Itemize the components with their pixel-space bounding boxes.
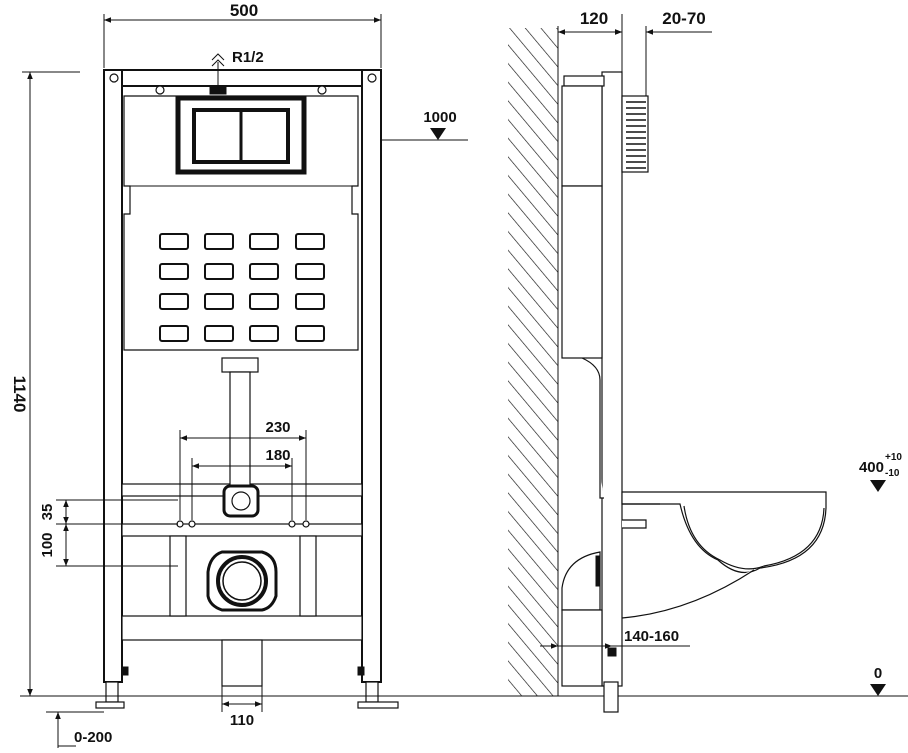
cistern-slot: [295, 233, 325, 250]
cistern-slot: [249, 325, 279, 342]
frame: [95, 69, 399, 709]
height-label: 1140: [10, 376, 29, 413]
cistern-slot: [295, 293, 325, 310]
floor-marker: 0: [870, 665, 886, 696]
button-height-label: 1000: [423, 109, 456, 126]
bolt-inner-label: 180: [265, 447, 290, 464]
bolt-outer-label: 230: [265, 419, 290, 436]
cistern-slot: [204, 233, 234, 250]
bolt-lower-offset-label: 100: [39, 532, 56, 557]
cistern-slot: [159, 293, 189, 310]
outlet-depth-label: 140-160: [624, 628, 679, 645]
cistern-slots: [159, 233, 325, 342]
cistern-slot: [295, 325, 325, 342]
toilet-bowl: [621, 491, 827, 619]
foot-adjust-label: 0-200: [74, 729, 112, 746]
cistern-slot: [249, 233, 279, 250]
seat-tolerance-minus: -10: [885, 468, 900, 479]
flush-opening: [175, 95, 307, 175]
width-dimension: 500: [103, 1, 382, 68]
cistern-slot: [295, 263, 325, 280]
bolt-upper-offset-label: 35: [39, 504, 56, 521]
cistern-slot: [159, 325, 189, 342]
drain-width-label: 110: [230, 712, 254, 729]
side-view: 120 20-70: [508, 9, 902, 713]
panel-offset-label: 20-70: [662, 9, 705, 28]
width-label: 500: [230, 1, 258, 20]
wall: [508, 26, 559, 696]
cistern-slot: [249, 293, 279, 310]
height-dimension: 1140: [10, 71, 80, 696]
bolt-dimensions: 230 180: [176, 419, 310, 528]
outlet-depth-dimension: 140-160: [540, 628, 690, 649]
seat-height-marker: 400 +10 -10: [859, 452, 902, 492]
seat-tolerance-plus: +10: [885, 452, 902, 463]
drain-outlet: [206, 550, 278, 687]
cistern-slot: [204, 325, 234, 342]
frame-depth-label: 120: [580, 9, 608, 28]
button-height-marker: 1000: [381, 109, 468, 141]
floor-label: 0: [874, 665, 882, 682]
cistern-slot: [159, 263, 189, 280]
panel-ribs: [626, 101, 646, 169]
cistern-slot: [204, 293, 234, 310]
seat-height-label: 400: [859, 459, 884, 476]
front-view: 500 1140: [10, 1, 468, 748]
cistern-slot: [159, 233, 189, 250]
cistern-slot: [249, 263, 279, 280]
cistern-slot: [204, 263, 234, 280]
outlet-pipe: [561, 551, 603, 687]
water-inlet: R1/2: [155, 49, 327, 95]
drain-width-dimension: 110: [221, 686, 263, 729]
inlet-label: R1/2: [232, 49, 264, 66]
bolt-vertical-dimensions: 35 100: [39, 499, 178, 567]
foot-adjust-dimension: 0-200: [46, 711, 112, 748]
side-frame: [561, 71, 649, 713]
flush-pipe: [221, 357, 260, 518]
depth-dimensions: 120 20-70: [558, 9, 712, 100]
